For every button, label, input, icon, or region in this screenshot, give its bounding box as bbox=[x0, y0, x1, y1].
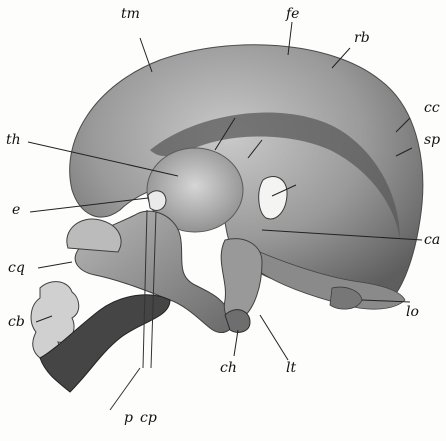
label-lt: lt bbox=[286, 360, 296, 376]
epiphysis bbox=[148, 191, 166, 211]
label-p: p bbox=[124, 410, 133, 426]
label-tm: tm bbox=[121, 6, 140, 22]
label-cp: cp bbox=[140, 410, 157, 426]
label-th: th bbox=[6, 132, 21, 148]
leader-cq bbox=[38, 262, 72, 268]
label-ch: ch bbox=[220, 360, 237, 376]
leader-ch bbox=[234, 330, 238, 356]
label-fe: fe bbox=[285, 6, 299, 22]
hypothalamic-region bbox=[221, 239, 262, 322]
label-ca: ca bbox=[424, 232, 440, 248]
label-lo: lo bbox=[406, 304, 419, 320]
label-rb: rb bbox=[354, 30, 370, 46]
leader-lt bbox=[260, 315, 288, 360]
label-sp: sp bbox=[424, 132, 440, 148]
label-cb: cb bbox=[8, 314, 25, 330]
label-e: e bbox=[12, 202, 20, 218]
label-cq: cq bbox=[8, 260, 25, 276]
corpora-quadrigemina bbox=[67, 219, 121, 252]
stalk-tail bbox=[110, 368, 140, 410]
label-cc: cc bbox=[424, 100, 440, 116]
